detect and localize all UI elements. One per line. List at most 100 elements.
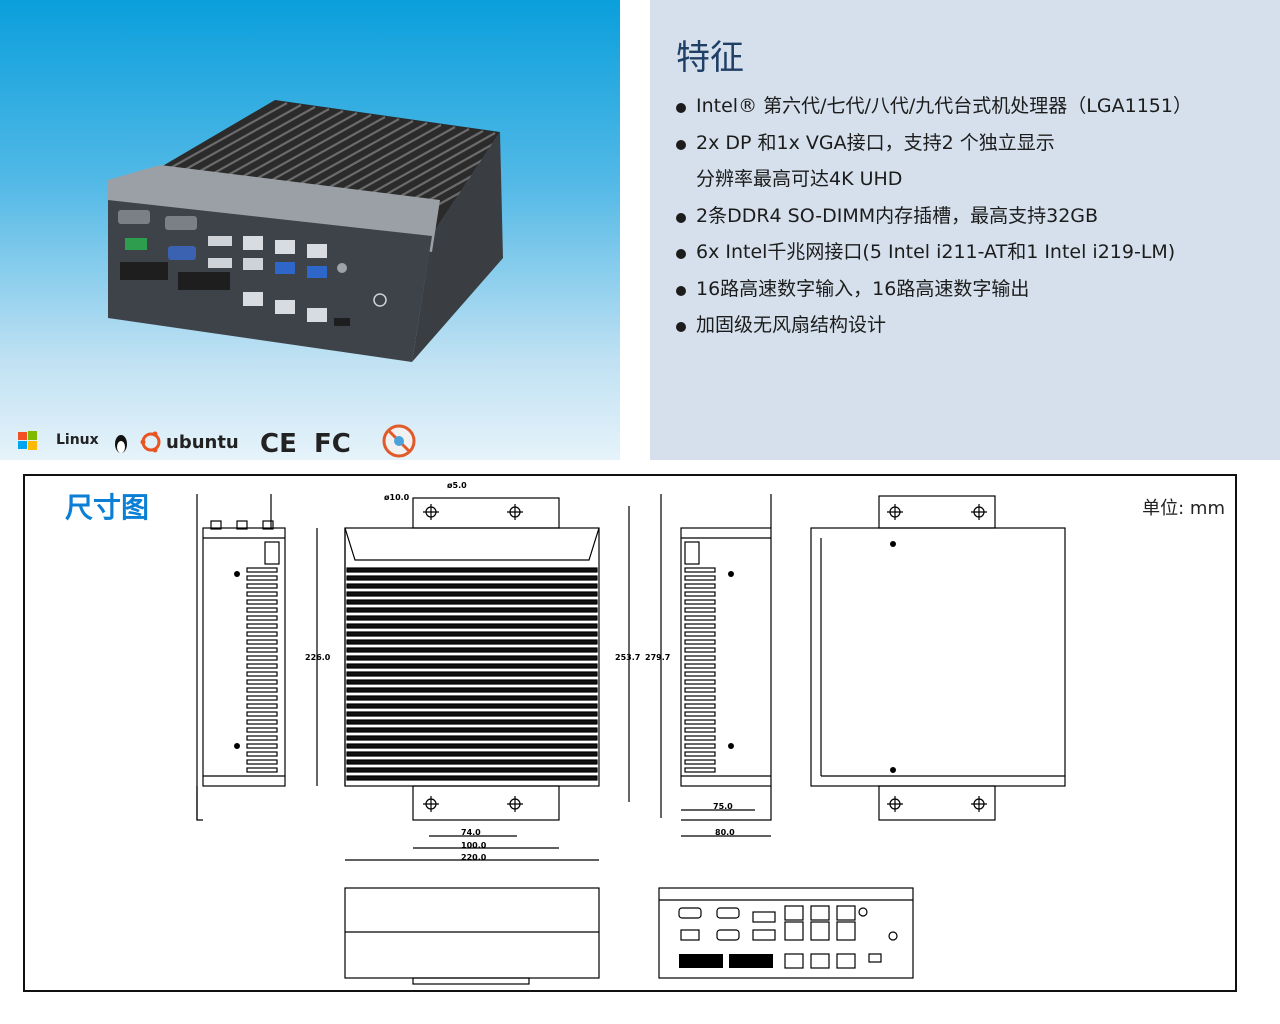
heatsink-fin bbox=[346, 735, 598, 741]
dim-label-253: 253.7 bbox=[615, 653, 640, 662]
heatsink-fin bbox=[246, 655, 278, 661]
heatsink-fin bbox=[346, 743, 598, 749]
io-panel-view bbox=[658, 887, 914, 979]
heatsink-fin bbox=[346, 607, 598, 613]
dim-label-80: 80.0 bbox=[715, 828, 735, 837]
mounting-hole bbox=[973, 506, 985, 518]
heatsink-fin bbox=[346, 639, 598, 645]
heatsink-fin bbox=[346, 583, 598, 589]
heatsink-fin bbox=[246, 767, 278, 773]
heatsink-fin bbox=[684, 759, 716, 765]
top-view bbox=[316, 494, 662, 861]
dim-label-dia-10: ø10.0 bbox=[384, 493, 410, 502]
heatsink-fin bbox=[346, 719, 598, 725]
heatsink-fin bbox=[346, 711, 598, 717]
heatsink-fin bbox=[346, 655, 598, 661]
heatsink-fin bbox=[346, 751, 598, 757]
fcc-mark: FC bbox=[314, 429, 351, 459]
heatsink-fin bbox=[246, 591, 278, 597]
heatsink-fin bbox=[684, 583, 716, 589]
heatsink-fin bbox=[684, 567, 716, 573]
feature-item: 16路高速数字输入，16路高速数字输出 bbox=[676, 271, 1192, 308]
heatsink-fin bbox=[246, 687, 278, 693]
feature-item: 2x DP 和1x VGA接口，支持2 个独立显示 bbox=[676, 125, 1192, 162]
heatsink-fin bbox=[684, 615, 716, 621]
heatsink-fin bbox=[346, 727, 598, 733]
dim-label-220: 220.0 bbox=[461, 853, 487, 862]
heatsink-fin bbox=[246, 623, 278, 629]
heatsink-fin bbox=[346, 567, 598, 573]
heatsink-fin bbox=[684, 663, 716, 669]
heatsink-fin bbox=[246, 751, 278, 757]
features-list: Intel® 第六代/七代/八代/九代台式机处理器（LGA1151） 2x DP… bbox=[676, 88, 1192, 344]
io-ports bbox=[678, 905, 898, 969]
heatsink-fin bbox=[246, 711, 278, 717]
heatsink-fin bbox=[246, 695, 278, 701]
ubuntu-logo-text: ubuntu bbox=[166, 432, 239, 453]
dim-label-100: 100.0 bbox=[461, 841, 487, 850]
linux-icon bbox=[115, 435, 127, 453]
heatsink-fin bbox=[246, 719, 278, 725]
heatsink-fin bbox=[684, 655, 716, 661]
heatsink-fin bbox=[246, 639, 278, 645]
heatsink-fin bbox=[346, 599, 598, 605]
heatsink-fin bbox=[684, 711, 716, 717]
heatsink-fin bbox=[684, 591, 716, 597]
heatsink-fin bbox=[246, 647, 278, 653]
heatsink-fin bbox=[246, 671, 278, 677]
feature-item: 2条DDR4 SO-DIMM内存插槽，最高支持32GB bbox=[676, 198, 1192, 235]
heatsink-fin bbox=[684, 703, 716, 709]
heatsink-fin bbox=[684, 767, 716, 773]
heatsink-fin bbox=[684, 671, 716, 677]
heatsink-fin bbox=[346, 695, 598, 701]
heatsink-fin bbox=[246, 743, 278, 749]
heatsink-fin bbox=[346, 759, 598, 765]
technical-drawing: ø10.0 ø5.0 226.0 253.7 279.7 74.0 100.0 … bbox=[196, 481, 1066, 985]
heatsink-fin bbox=[684, 727, 716, 733]
heatsink-fin bbox=[346, 631, 598, 637]
front-view bbox=[344, 887, 600, 985]
os-cert-logos: Linux ubuntu CE FC bbox=[18, 424, 416, 459]
heatsink-fin bbox=[684, 687, 716, 693]
feature-item-continuation: 分辨率最高可达4K UHD bbox=[696, 168, 903, 190]
heatsink-fin bbox=[246, 575, 278, 581]
heatsink-fin bbox=[246, 735, 278, 741]
heatsink-fin bbox=[246, 759, 278, 765]
mounting-hole bbox=[889, 798, 901, 810]
heatsink-fin bbox=[684, 679, 716, 685]
dimensions-unit: 单位: mm bbox=[1142, 498, 1225, 519]
mounting-hole bbox=[509, 798, 521, 810]
rohs-icon bbox=[382, 424, 416, 458]
heatsink-fin bbox=[346, 679, 598, 685]
dimensions-title: 尺寸图 bbox=[65, 491, 150, 524]
mounting-hole bbox=[425, 506, 437, 518]
heatsink-fin bbox=[346, 703, 598, 709]
heatsink-fin bbox=[684, 743, 716, 749]
heatsink-fin bbox=[346, 775, 598, 781]
features-panel: 特征 Intel® 第六代/七代/八代/九代台式机处理器（LGA1151） 2x… bbox=[650, 0, 1280, 460]
heatsink-fin bbox=[684, 623, 716, 629]
mounting-hole bbox=[973, 798, 985, 810]
dim-label-dia-5: ø5.0 bbox=[447, 481, 467, 490]
heatsink-fin bbox=[684, 735, 716, 741]
heatsink-fin bbox=[346, 623, 598, 629]
heatsink-fin bbox=[346, 687, 598, 693]
linux-logo-text: Linux bbox=[56, 432, 99, 448]
feature-item: 6x Intel千兆网接口(5 Intel i211-AT和1 Intel i2… bbox=[676, 234, 1192, 271]
heatsink-fin bbox=[684, 607, 716, 613]
heatsink-fin bbox=[346, 591, 598, 597]
right-side-view bbox=[680, 494, 772, 837]
ce-mark: CE bbox=[260, 429, 297, 459]
bottom-view bbox=[810, 495, 1066, 821]
dim-label-226: 226.0 bbox=[305, 653, 331, 662]
heatsink-fin bbox=[346, 767, 598, 773]
mounting-hole bbox=[425, 798, 437, 810]
left-side-view bbox=[196, 494, 286, 821]
heatsink-fin bbox=[246, 663, 278, 669]
heatsink-fin bbox=[684, 695, 716, 701]
heatsink-fin bbox=[684, 719, 716, 725]
ubuntu-icon bbox=[140, 431, 161, 453]
features-title: 特征 bbox=[676, 38, 744, 78]
heatsink-fin bbox=[346, 671, 598, 677]
heatsink-fin bbox=[684, 575, 716, 581]
